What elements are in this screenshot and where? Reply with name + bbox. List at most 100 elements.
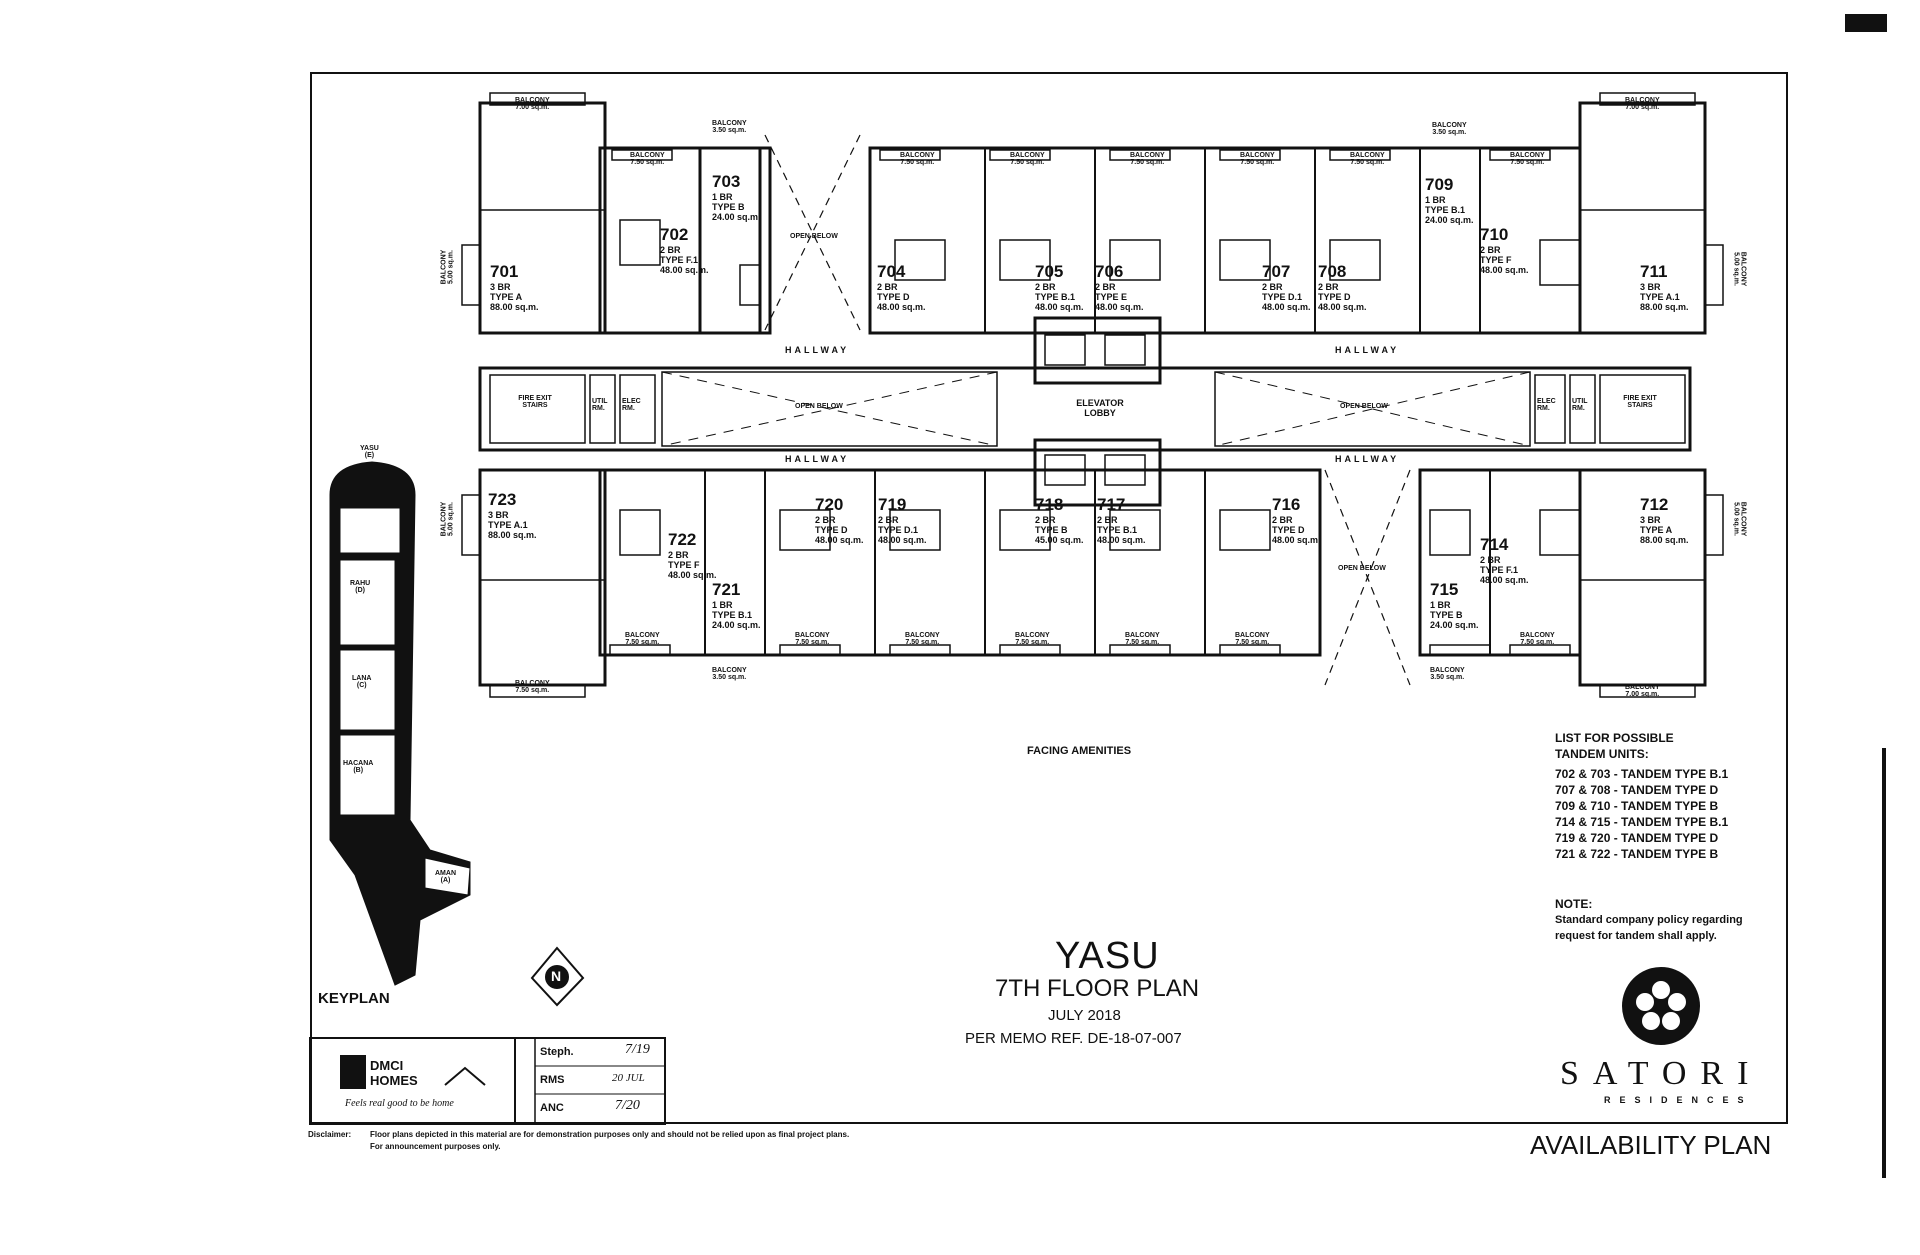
util-room-left: UTIL RM.	[592, 398, 608, 412]
hallway-label-bottom-right: HALLWAY	[1335, 454, 1400, 464]
unit-703[interactable]: 703 1 BR TYPE B 24.00 sq.m.	[712, 172, 761, 222]
signoff-name: Steph.	[540, 1046, 574, 1058]
dmci-tagline: Feels real good to be home	[345, 1098, 454, 1109]
unit-area: 24.00 sq.m.	[712, 620, 761, 630]
note-block: NOTE: Standard company policy regarding …	[1555, 896, 1743, 944]
unit-number: 701	[490, 262, 519, 281]
unit-area: 48.00 sq.m.	[1095, 302, 1144, 312]
unit-type: TYPE A.1	[1640, 292, 1680, 302]
unit-area: 88.00 sq.m.	[1640, 302, 1689, 312]
unit-area: 48.00 sq.m.	[668, 570, 717, 580]
unit-desc: 1 BR	[712, 600, 733, 610]
signoff-date: 7/19	[625, 1042, 650, 1057]
plan-date: JULY 2018	[1048, 1007, 1121, 1024]
hallway-label-top-right: HALLWAY	[1335, 345, 1400, 355]
tandem-heading: LIST FOR POSSIBLE	[1555, 731, 1674, 745]
open-below-core-right: OPEN BELOW	[1340, 403, 1388, 410]
unit-type: TYPE E	[1095, 292, 1128, 302]
unit-number: 720	[815, 495, 844, 514]
unit-719[interactable]: 719 2 BR TYPE D.1 48.00 sq.m.	[878, 495, 927, 545]
dmci-logo-line2: HOMES	[370, 1073, 418, 1088]
unit-type: TYPE D	[1318, 292, 1351, 302]
unit-number: 723	[488, 490, 517, 509]
unit-715[interactable]: 715 1 BR TYPE B 24.00 sq.m.	[1430, 580, 1479, 630]
dmci-logo: DMCI HOMES	[370, 1058, 418, 1088]
north-arrow-letter: N	[551, 968, 562, 984]
unit-desc: 3 BR	[490, 282, 511, 292]
unit-number: 715	[1430, 580, 1459, 599]
unit-desc: 2 BR	[1262, 282, 1283, 292]
unit-area: 48.00 sq.m.	[877, 302, 926, 312]
unit-number: 702	[660, 225, 689, 244]
unit-desc: 2 BR	[878, 515, 899, 525]
unit-717[interactable]: 717 2 BR TYPE B.1 48.00 sq.m.	[1097, 495, 1146, 545]
unit-714[interactable]: 714 2 BR TYPE F.1 48.00 sq.m.	[1480, 535, 1529, 585]
unit-706[interactable]: 706 2 BR TYPE E 48.00 sq.m.	[1095, 262, 1144, 312]
elevator-lobby-label: ELEVATOR LOBBY	[1076, 398, 1124, 418]
unit-707[interactable]: 707 2 BR TYPE D.1 48.00 sq.m.	[1262, 262, 1311, 312]
unit-704[interactable]: 704 2 BR TYPE D 48.00 sq.m.	[877, 262, 926, 312]
unit-type: TYPE F.1	[1480, 565, 1519, 575]
unit-area: 48.00 sq.m.	[1035, 302, 1084, 312]
unit-area: 48.00 sq.m.	[1097, 535, 1146, 545]
unit-716[interactable]: 716 2 BR TYPE D 48.00 sq.m.	[1272, 495, 1321, 545]
tandem-item: 707 & 708 - TANDEM TYPE D	[1555, 783, 1719, 797]
unit-area: 48.00 sq.m.	[815, 535, 864, 545]
disclaimer-line: Floor plans depicted in this material ar…	[370, 1130, 850, 1139]
unit-720[interactable]: 720 2 BR TYPE D 48.00 sq.m.	[815, 495, 864, 545]
unit-type: TYPE B	[1035, 525, 1068, 535]
unit-712[interactable]: 712 3 BR TYPE A 88.00 sq.m.	[1640, 495, 1689, 545]
note-line: request for tandem shall apply.	[1555, 930, 1717, 942]
unit-desc: 1 BR	[1430, 600, 1451, 610]
hallway-label-top-left: HALLWAY	[785, 345, 850, 355]
availability-label: AVAILABILITY PLAN	[1530, 1130, 1772, 1160]
unit-718[interactable]: 718 2 BR TYPE B 45.00 sq.m.	[1035, 495, 1084, 545]
unit-723[interactable]: 723 3 BR TYPE A.1 88.00 sq.m.	[488, 490, 537, 540]
signoff-name: RMS	[540, 1074, 565, 1086]
tandem-item: 719 & 720 - TANDEM TYPE D	[1555, 831, 1719, 845]
unit-desc: 2 BR	[1480, 245, 1501, 255]
unit-type: TYPE D	[877, 292, 910, 302]
unit-desc: 2 BR	[668, 550, 689, 560]
unit-desc: 2 BR	[815, 515, 836, 525]
unit-number: 722	[668, 530, 697, 549]
unit-711[interactable]: 711 3 BR TYPE A.1 88.00 sq.m.	[1640, 262, 1689, 312]
unit-area: 48.00 sq.m.	[660, 265, 709, 275]
unit-722[interactable]: 722 2 BR TYPE F 48.00 sq.m.	[668, 530, 717, 580]
unit-721[interactable]: 721 1 BR TYPE B.1 24.00 sq.m.	[712, 580, 761, 630]
unit-type: TYPE D.1	[878, 525, 919, 535]
unit-type: TYPE B.1	[1035, 292, 1076, 302]
unit-710[interactable]: 710 2 BR TYPE F 48.00 sq.m.	[1480, 225, 1529, 275]
unit-area: 88.00 sq.m.	[488, 530, 537, 540]
unit-type: TYPE B.1	[1425, 205, 1466, 215]
util-room-right: UTIL RM.	[1572, 398, 1588, 412]
right-edge-bar	[1882, 748, 1886, 1178]
open-below-bottom: OPEN BELOW	[1338, 565, 1386, 572]
unit-705[interactable]: 705 2 BR TYPE B.1 48.00 sq.m.	[1035, 262, 1084, 312]
unit-number: 717	[1097, 495, 1126, 514]
unit-701[interactable]: 701 3 BR TYPE A 88.00 sq.m.	[490, 262, 539, 312]
unit-709[interactable]: 709 1 BR TYPE B.1 24.00 sq.m.	[1425, 175, 1474, 225]
unit-number: 709	[1425, 175, 1454, 194]
unit-desc: 2 BR	[1480, 555, 1501, 565]
unit-702[interactable]: 702 2 BR TYPE F.1 48.00 sq.m.	[660, 225, 709, 275]
disclaimer-line: For announcement purposes only.	[370, 1142, 501, 1151]
unit-number: 716	[1272, 495, 1301, 514]
unit-desc: 2 BR	[877, 282, 898, 292]
unit-area: 48.00 sq.m.	[1272, 535, 1321, 545]
unit-type: TYPE A.1	[488, 520, 528, 530]
unit-708[interactable]: 708 2 BR TYPE D 48.00 sq.m.	[1318, 262, 1367, 312]
unit-type: TYPE D	[815, 525, 848, 535]
unit-type: TYPE A	[1640, 525, 1673, 535]
